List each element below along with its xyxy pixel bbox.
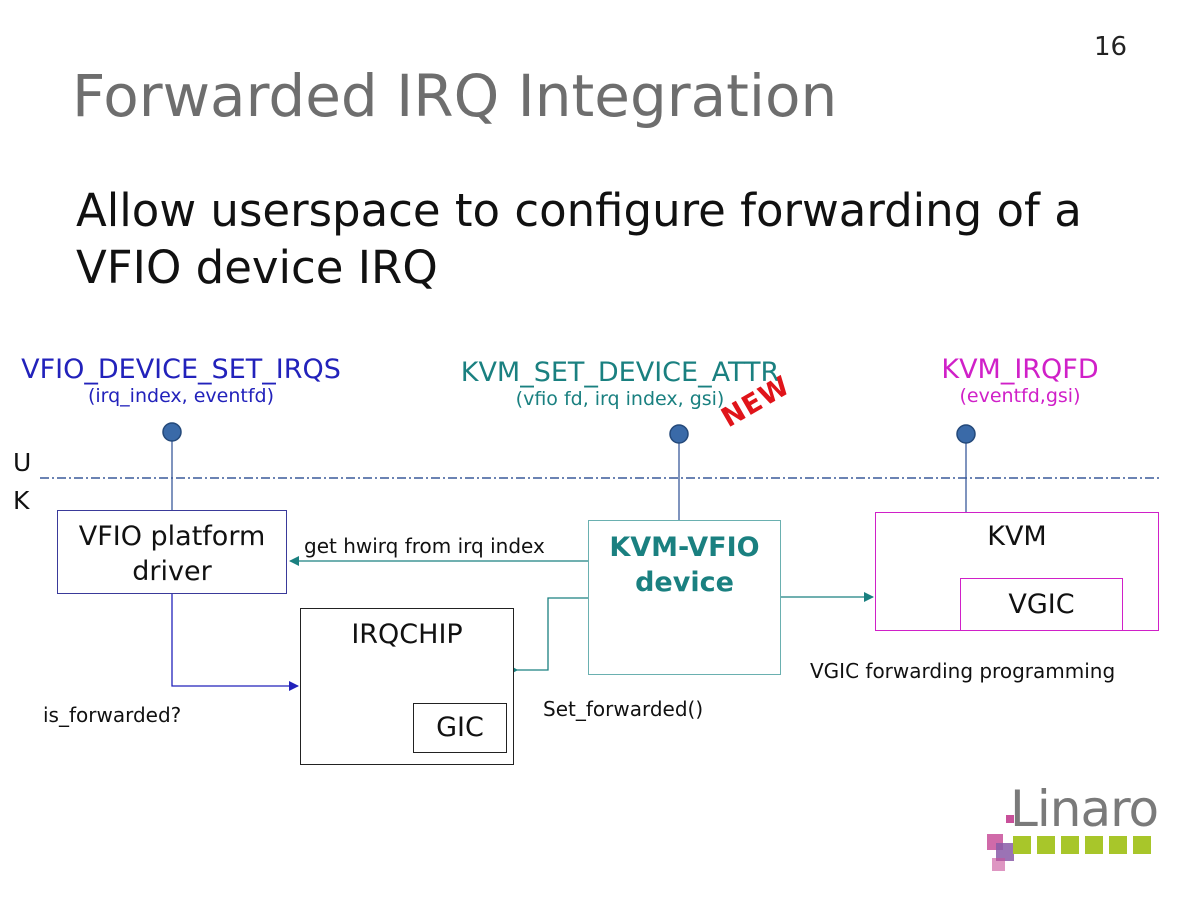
pin-vfio <box>162 422 182 442</box>
api-name: VFIO_DEVICE_SET_IRQS <box>21 354 341 385</box>
pin-kvm-attr <box>669 424 689 444</box>
irqchip-label: IRQCHIP <box>351 619 463 650</box>
api-args: (vfio fd, irq index, gsi) <box>515 388 725 410</box>
vgic-box: VGIC <box>960 578 1123 631</box>
api-args: (eventfd,gsi) <box>959 385 1081 407</box>
set-forwarded-arrow <box>516 597 588 670</box>
box-label-line1: VFIO platform <box>78 521 266 552</box>
gic-box: GIC <box>413 703 507 753</box>
set-forwarded-label: Set_forwarded() <box>543 697 704 721</box>
api-args: (irq_index, eventfd) <box>87 385 275 407</box>
vgic-forwarding-label: VGIC forwarding programming <box>810 659 1116 683</box>
box-label-line1: KVM-VFIO <box>609 532 760 563</box>
kernel-space-label: K <box>13 486 30 515</box>
vfio-platform-driver-box: VFIO platform driver <box>57 510 287 594</box>
kvm-vfio-device-box: KVM-VFIO device <box>588 520 781 675</box>
api-vfio-device-set-irqs: VFIO_DEVICE_SET_IRQS (irq_index, eventfd… <box>0 354 362 407</box>
bullet-text: Allow userspace to configure forwarding … <box>76 184 1082 294</box>
box-label-line2: driver <box>132 556 212 587</box>
user-space-label: U <box>13 448 32 477</box>
api-kvm-irqfd: KVM_IRQFD (eventfd,gsi) <box>910 354 1130 407</box>
box-label-line2: device <box>635 567 734 598</box>
gic-label: GIC <box>436 712 484 743</box>
api-name: KVM_SET_DEVICE_ATTR <box>460 357 780 388</box>
get-hwirq-label: get hwirq from irq index <box>304 534 545 558</box>
slide-number: 16 <box>1094 32 1128 62</box>
kvm-label: KVM <box>987 521 1047 552</box>
api-name: KVM_IRQFD <box>941 354 1099 385</box>
api-kvm-set-device-attr: KVM_SET_DEVICE_ATTR (vfio fd, irq index,… <box>430 357 810 410</box>
pin-kvm-irqfd <box>956 424 976 444</box>
is-forwarded-label: is_forwarded? <box>43 703 182 727</box>
slide-title: Forwarded IRQ Integration <box>72 62 838 130</box>
is-forwarded-arrow <box>171 594 299 691</box>
vgic-label: VGIC <box>1008 589 1075 620</box>
